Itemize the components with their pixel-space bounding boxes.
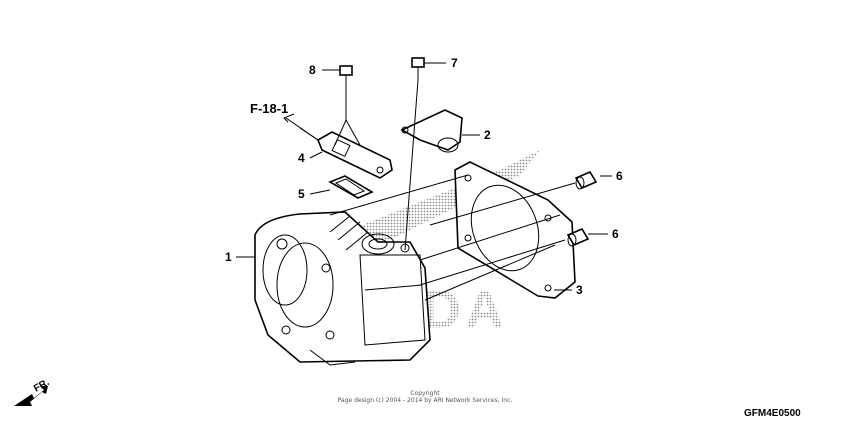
callout-4[interactable]: 4 (298, 151, 305, 165)
callout-3[interactable]: 3 (576, 283, 583, 297)
callout-5[interactable]: 5 (298, 187, 305, 201)
bolt-8-part (339, 65, 353, 92)
callout-7[interactable]: 7 (451, 56, 458, 70)
copyright-line-1: Copyright (410, 390, 440, 397)
callout-1[interactable]: 1 (225, 250, 232, 264)
leader-lines (236, 62, 612, 301)
callout-6-upper[interactable]: 6 (616, 169, 623, 183)
gasket-part (454, 161, 576, 299)
small-gasket-part (328, 175, 374, 199)
reference-label[interactable]: F-18-1 (250, 101, 288, 116)
callout-6-lower[interactable]: 6 (612, 227, 619, 241)
front-marker-label: FR. (32, 377, 52, 395)
reference-arrow (283, 113, 295, 123)
front-marker: FR. (14, 377, 52, 406)
callout-2[interactable]: 2 (484, 128, 491, 142)
callout-8[interactable]: 8 (309, 63, 316, 77)
copyright-line-2: Page design (c) 2004 - 2014 by ARI Netwo… (338, 397, 513, 404)
dowel-pin-lower (566, 227, 590, 247)
drawing-code: GFM4E0500 (744, 408, 801, 419)
dowel-pin-upper (574, 170, 598, 190)
cylinder-part (254, 211, 431, 366)
bolt-7-part (411, 57, 425, 80)
reed-valve-part (299, 127, 393, 179)
bracket-part (400, 109, 463, 153)
front-arrow-icon (14, 386, 48, 406)
